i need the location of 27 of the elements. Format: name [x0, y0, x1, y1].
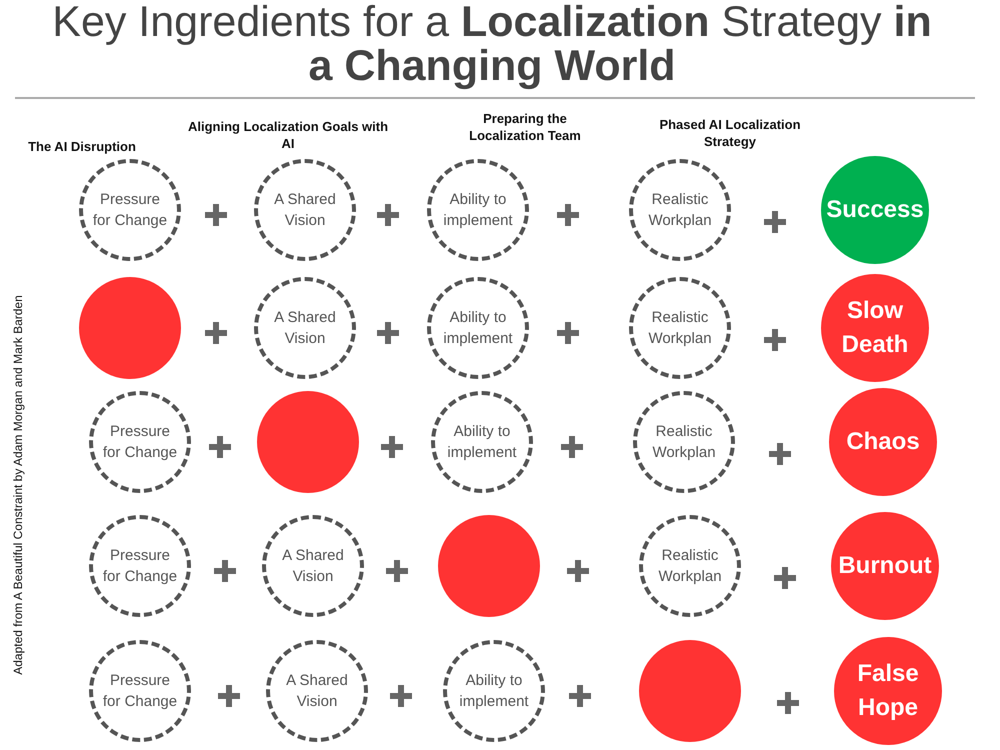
ingredient-text: Realistic Workplan	[651, 422, 717, 463]
ingredient-text: Pressure for Change	[92, 190, 168, 231]
ingredient-text: Ability to implement	[458, 671, 530, 712]
ingredient-text: Pressure for Change	[102, 671, 178, 712]
outcome-text: Success	[826, 195, 924, 225]
source-note: Adapted from A Beautiful Constraint by Adam Morgan and Mark Barden	[11, 294, 25, 677]
ingredient-text: A Shared Vision	[285, 671, 349, 712]
title: Key Ingredients for a Localization Strategy in a Changing World	[52, 0, 932, 88]
outcome-text: Burnout	[837, 551, 933, 581]
outcome-text: False Hope	[856, 659, 920, 723]
ingredient-text: Ability to implement	[446, 422, 518, 463]
column-header: Preparing the Localization Team	[468, 110, 582, 144]
ingredient-text: Realistic Workplan	[647, 190, 713, 231]
column-header: The AI Disruption	[27, 138, 137, 155]
ingredient-text: Ability to implement	[442, 308, 514, 349]
column-header: Aligning Localization Goals with AI	[186, 118, 390, 152]
ingredient-text: A Shared Vision	[281, 546, 345, 587]
column-header: Phased AI Localization Strategy	[658, 116, 802, 150]
outcome-text: Chaos	[845, 427, 921, 457]
ingredient-text: Pressure for Change	[102, 422, 178, 463]
ingredient-text: Realistic Workplan	[647, 308, 713, 349]
ingredient-text: Realistic Workplan	[657, 546, 723, 587]
ingredient-text: Ability to implement	[442, 190, 514, 231]
ingredient-text: Pressure for Change	[102, 546, 178, 587]
ingredient-text: A Shared Vision	[273, 308, 337, 349]
ingredient-text: A Shared Vision	[273, 190, 337, 231]
outcome-text: Slow Death	[840, 296, 910, 360]
